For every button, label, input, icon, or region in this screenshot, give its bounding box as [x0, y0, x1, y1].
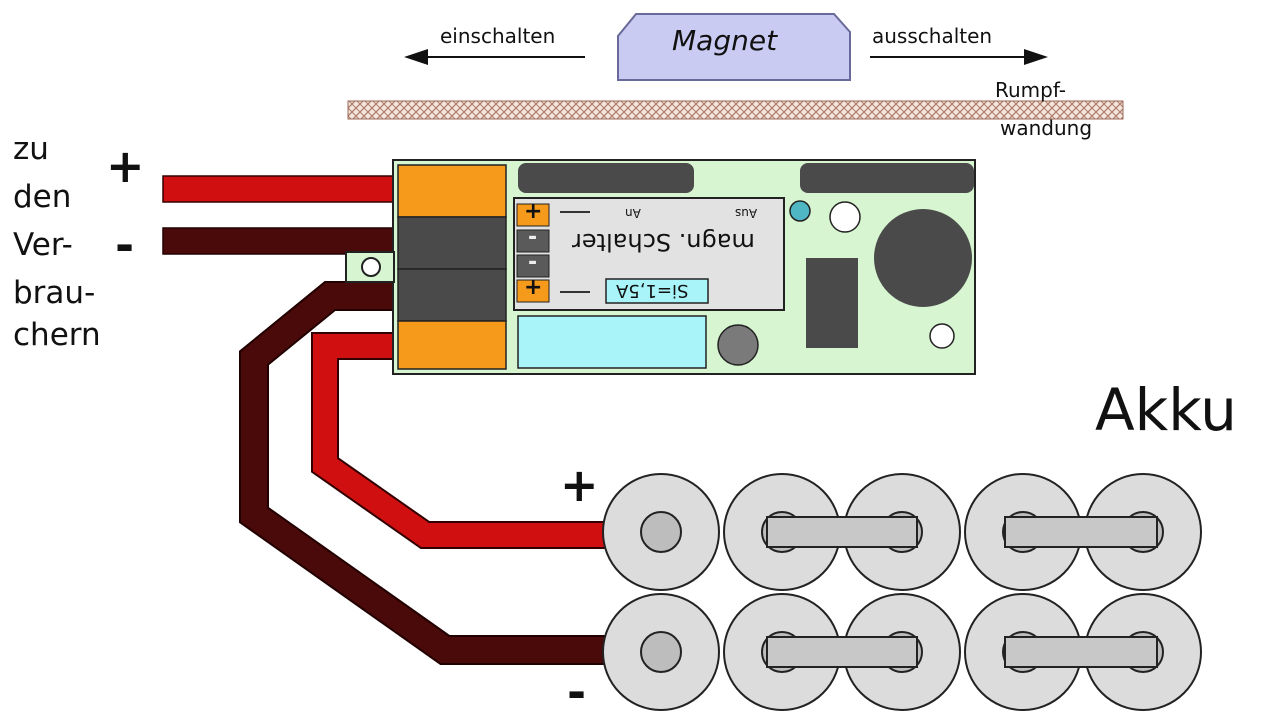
buzzer-component [874, 209, 972, 307]
fuse-box [605, 278, 709, 304]
consumer-line5: chern [13, 317, 101, 353]
consumer-line2: den [13, 179, 72, 215]
component-bar-right [800, 163, 974, 193]
cell-connector-strap [1004, 636, 1158, 668]
consumer-line4: brau- [13, 275, 96, 311]
arrow-off-label: ausschalten [872, 24, 993, 48]
consumer-line3: Ver- [13, 227, 73, 263]
wire-battery-negative-core [241, 283, 655, 663]
arrow-on-label: einschalten [440, 24, 556, 48]
reed-switch-body [513, 197, 785, 311]
switch-on-label: An [625, 206, 641, 220]
cell-connector-strap [766, 516, 918, 548]
grey-capacitor [717, 324, 759, 366]
switch-title: magn. Schalter [572, 228, 755, 256]
mounting-hole [361, 257, 381, 277]
led-indicator [789, 200, 811, 222]
wire-consumer-positive [162, 175, 400, 203]
cyan-component [517, 315, 707, 369]
pin-minus-2 [516, 254, 550, 278]
hull-wall [347, 100, 1124, 120]
magnet-shape [617, 13, 851, 81]
battery-cells [602, 473, 1202, 711]
pcb-hole-top [829, 201, 861, 233]
battery-label: Akku [1095, 376, 1237, 444]
consumer-minus: - [115, 218, 135, 272]
battery-minus: - [567, 665, 587, 719]
cell-connector-strap [1004, 516, 1158, 548]
cell-connector-strap [766, 636, 918, 668]
pin-minus-1 [516, 229, 550, 253]
battery-cell-terminal [640, 511, 682, 553]
wire-battery-positive-core [313, 334, 650, 547]
hull-label-line2: wandung [1000, 116, 1093, 140]
fuse-label: Si=1,5A [616, 280, 689, 301]
connector-bottom-orange [397, 320, 507, 370]
connector-mid-dark-2 [397, 268, 507, 322]
arrow-off-head [1024, 49, 1048, 65]
battery-plus: + [560, 458, 599, 512]
switch-off-label: Aus [735, 206, 758, 220]
component-bar-left [518, 163, 694, 193]
pin-plus-top [516, 203, 550, 227]
battery-cell-terminal [640, 631, 682, 673]
consumer-plus: + [106, 139, 145, 193]
pin-plus-bottom [516, 279, 550, 303]
consumer-line1: zu [13, 131, 49, 167]
connector-mid-dark-1 [397, 216, 507, 270]
pcb-hole-bottom [929, 323, 955, 349]
hull-label-line1: Rumpf- [995, 78, 1067, 102]
wire-consumer-negative [162, 227, 400, 255]
pin-minus-2-label: - [528, 250, 538, 275]
arrow-on-head [404, 49, 428, 65]
magnet-label: Magnet [672, 24, 778, 57]
transistor-component [806, 258, 858, 348]
pin-minus-1-label: - [528, 225, 538, 250]
pin-plus-top-label: + [524, 199, 543, 224]
connector-top-orange [397, 164, 507, 218]
pin-plus-bottom-label: + [524, 275, 543, 300]
